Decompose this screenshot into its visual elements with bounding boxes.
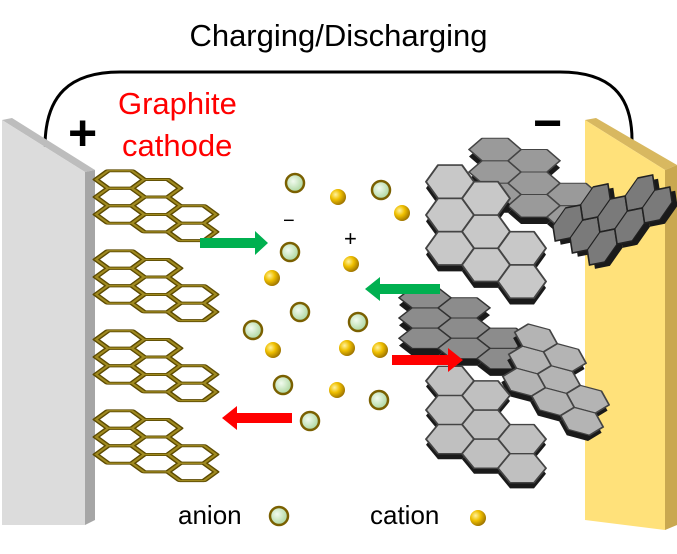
graphite-cathode-layers: [92, 169, 220, 483]
green-arrow-right: [200, 231, 268, 255]
negative-terminal-sign: −: [533, 95, 563, 151]
graphite-layer-highlight: [94, 170, 218, 242]
anion: [279, 241, 301, 263]
cathode-current-collector: [2, 118, 95, 525]
graphene-flake: [552, 174, 677, 269]
legend-anion-icon: [268, 505, 290, 527]
cation: [372, 342, 388, 358]
anion: [370, 179, 392, 201]
anion: [289, 301, 311, 323]
anion: [284, 172, 306, 194]
graphene-flake: [501, 323, 611, 441]
cation: [339, 340, 355, 356]
diagram-title: Charging/Discharging: [189, 18, 488, 53]
cation: [394, 205, 410, 221]
anion: [299, 410, 321, 432]
ion-flow-arrows: [200, 231, 463, 430]
cation-charge-sign: +: [344, 226, 357, 251]
anode-graphene-flakes: [398, 137, 677, 489]
anion-charge-sign: −: [283, 210, 295, 232]
cation: [329, 382, 345, 398]
graphite-layer-highlight: [94, 250, 218, 322]
cathode-label-line2: cathode: [122, 128, 233, 163]
anion: [347, 311, 369, 333]
cation: [264, 270, 280, 286]
positive-terminal-sign: +: [68, 105, 98, 161]
anode-current-collector: [585, 118, 677, 530]
external-circuit-wire: [43, 70, 634, 148]
graphite-layer-highlight: [94, 410, 218, 482]
anion: [272, 374, 294, 396]
red-arrow-right: [392, 348, 463, 372]
graphene-flake: [398, 287, 530, 376]
anion: [368, 389, 390, 411]
red-arrow-left: [222, 406, 292, 430]
green-arrow-left: [365, 277, 440, 301]
legend-cation-label: cation: [370, 500, 440, 530]
cathode-label-line1: Graphite: [118, 86, 237, 121]
cation: [265, 342, 281, 358]
cation: [330, 189, 346, 205]
cation: [343, 256, 359, 272]
graphite-layer-highlight: [94, 330, 218, 402]
legend-cation-icon: [470, 510, 486, 526]
legend-anion-label: anion: [178, 500, 242, 530]
graphene-flake: [425, 164, 547, 305]
anion: [242, 319, 264, 341]
ions: [242, 172, 486, 527]
graphene-flake: [425, 365, 547, 489]
